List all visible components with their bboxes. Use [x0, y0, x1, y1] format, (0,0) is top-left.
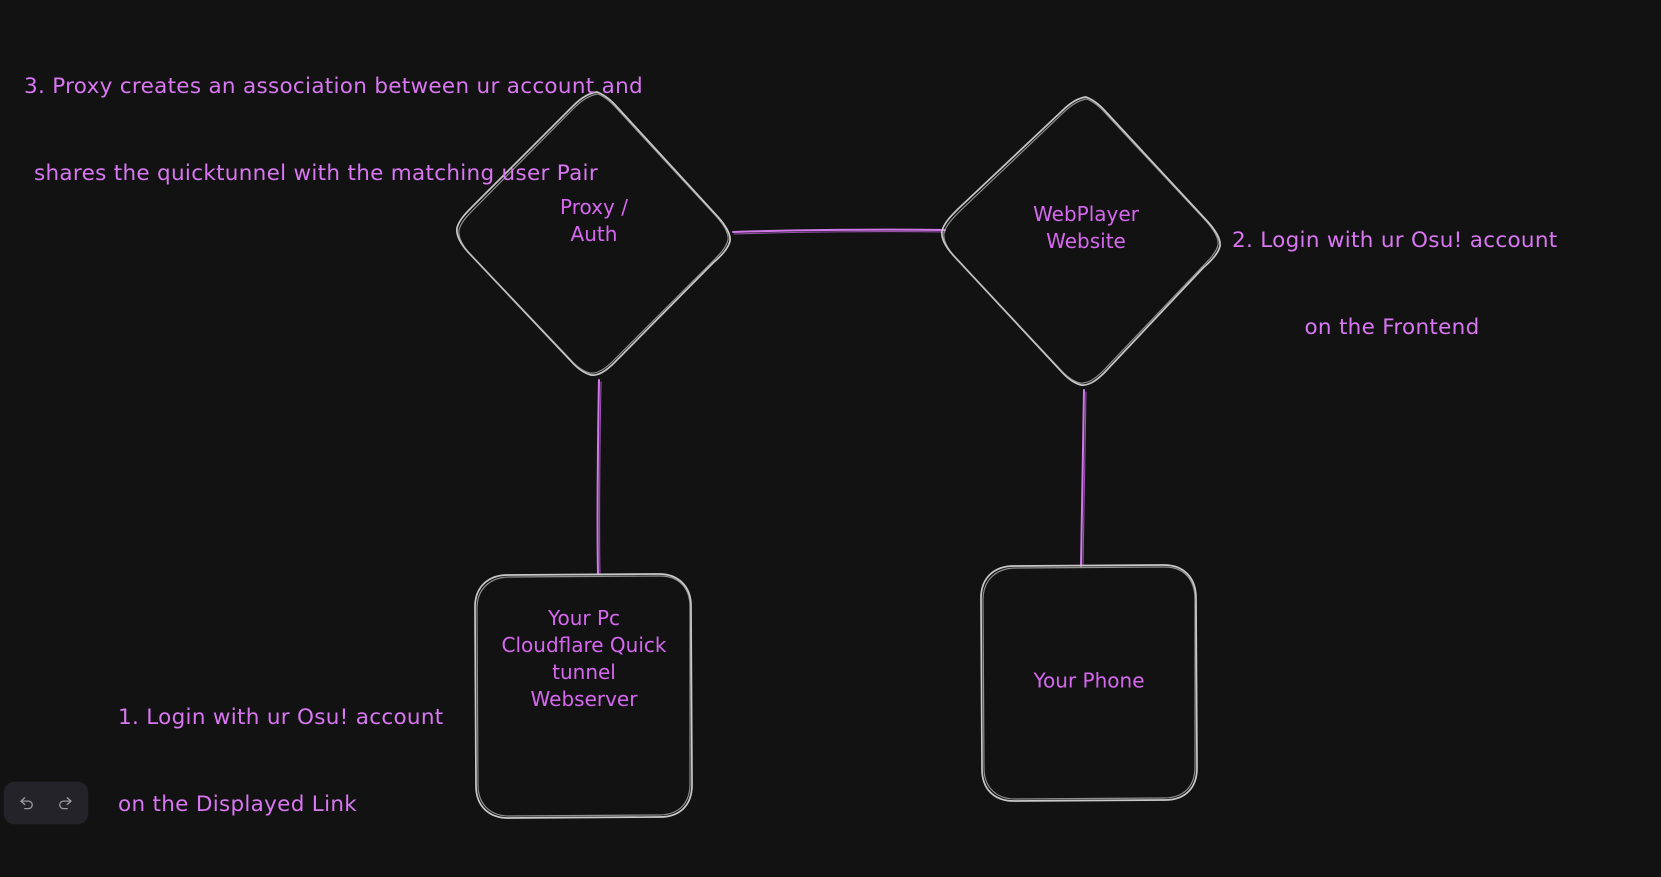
diagram-canvas[interactable]: .sk { fill: none; stroke: #c9c9c9; strok… — [0, 0, 1661, 828]
node-webplayer-website[interactable] — [941, 96, 1221, 386]
undo-button[interactable] — [10, 787, 44, 819]
annotation-note-3-line-2: shares the quicktunnel with the matching… — [34, 161, 598, 187]
annotation-note-1-line-1: 1. Login with ur Osu! account — [118, 705, 444, 731]
edge-webplayer-yourphone[interactable] — [1080, 389, 1087, 567]
undo-arrow-icon — [18, 794, 36, 812]
node-your-phone[interactable] — [980, 564, 1198, 802]
node-label-your-phone: Your Phone — [1033, 668, 1145, 693]
history-toolbar — [4, 782, 88, 824]
annotation-note-2-line-2: on the Frontend — [1304, 315, 1480, 341]
node-label-your-pc: Your Pc Cloudflare Quick tunnel Webserve… — [501, 606, 667, 711]
redo-button[interactable] — [48, 787, 82, 819]
node-label-webplayer-website: WebPlayer Website — [1033, 202, 1139, 253]
edge-proxy-yourpc[interactable] — [596, 379, 602, 575]
redo-arrow-icon — [56, 794, 74, 812]
edge-proxy-webplayer[interactable] — [732, 228, 946, 235]
annotation-note-1: 1. Login with ur Osu! account on the Dis… — [118, 645, 444, 877]
annotation-note-1-line-2: on the Displayed Link — [118, 792, 358, 818]
annotation-note-3: 3. Proxy creates an association between … — [24, 14, 643, 246]
annotation-note-2: 2. Login with ur Osu! account on the Fro… — [1232, 168, 1558, 400]
node-your-pc[interactable] — [474, 573, 693, 819]
annotation-note-2-line-1: 2. Login with ur Osu! account — [1232, 228, 1558, 254]
annotation-note-3-line-1: 3. Proxy creates an association between … — [24, 74, 643, 100]
